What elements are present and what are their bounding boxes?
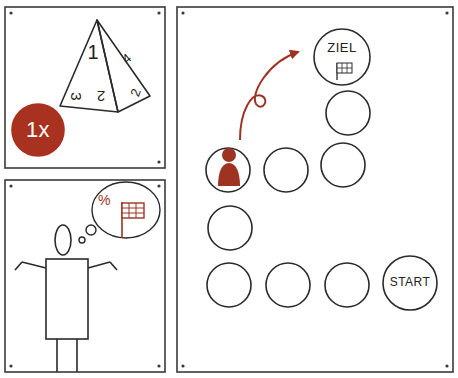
stick-figure (15, 225, 117, 372)
bubble-dot (79, 237, 85, 243)
pawn-body (218, 163, 240, 186)
board-field (207, 263, 251, 307)
node-text-box: ZIEL (313, 28, 371, 86)
pin (9, 184, 12, 187)
flag-icon (122, 202, 144, 238)
move-arrow (240, 52, 298, 140)
bubble-dot (86, 225, 96, 235)
node-label: ZIEL (327, 41, 356, 55)
node-outline (313, 28, 371, 86)
node-circle (314, 29, 370, 85)
panel-frame (5, 7, 165, 168)
node-text-box: 1x (11, 103, 65, 157)
goal-field: ZIEL (313, 28, 371, 86)
bubble-cloud (92, 182, 160, 238)
panel-frame (5, 180, 165, 372)
pin (445, 364, 448, 367)
board-fields (206, 91, 370, 307)
pin (157, 184, 160, 187)
die-face (60, 20, 118, 112)
die-number: 4 (119, 51, 133, 66)
node-circle (383, 256, 437, 310)
thought-bubble (79, 182, 160, 243)
die-number: 1 (88, 42, 99, 62)
pin (157, 160, 160, 163)
goal-flag (337, 63, 352, 80)
board-field (325, 263, 369, 307)
panel-frame (177, 7, 453, 372)
pin (157, 11, 160, 14)
pawn (218, 148, 240, 186)
node-circle (12, 104, 64, 156)
node-label: START (390, 276, 431, 289)
board-field (206, 148, 250, 192)
node-text-box: START (382, 255, 438, 311)
die-number: 2 (97, 89, 105, 104)
figure-arm (15, 262, 46, 270)
board-field (321, 143, 365, 187)
figure-body (46, 259, 88, 339)
tetrahedron-die (60, 20, 150, 112)
node-label: 1x (26, 118, 50, 142)
pin (9, 11, 12, 14)
flag-checks (122, 203, 144, 218)
pawn-head (222, 148, 236, 162)
pin (181, 11, 184, 14)
die-face (97, 20, 150, 112)
figure-head (55, 225, 71, 255)
flag-cloth (122, 203, 144, 218)
pins (9, 11, 448, 367)
figure-legs (57, 339, 77, 372)
die-number: 3 (69, 92, 84, 100)
board-field (326, 91, 370, 135)
pin (181, 364, 184, 367)
pin (157, 364, 160, 367)
counter-badge: 1x (11, 103, 65, 157)
board-field (208, 206, 252, 250)
flag-checks (337, 63, 352, 73)
die-number: 2 (128, 86, 143, 97)
percent-sign: % (98, 193, 110, 207)
pin (445, 11, 448, 14)
start-field: START (382, 255, 438, 311)
pin (9, 364, 12, 367)
figure-arm (88, 262, 117, 270)
board-field (264, 148, 308, 192)
flag-cloth (337, 63, 352, 73)
board-field (266, 263, 310, 307)
